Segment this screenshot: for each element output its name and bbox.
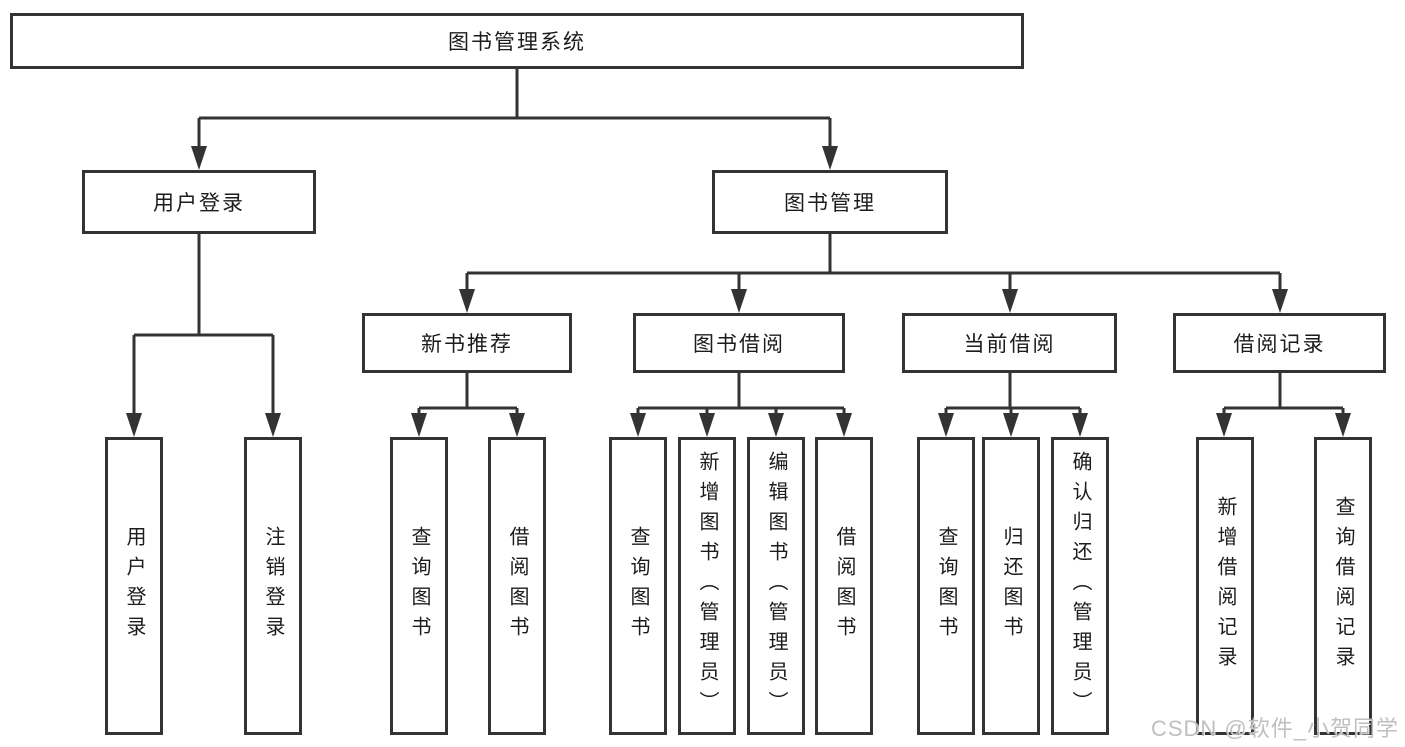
- box-book-management-label: 图书管理: [784, 192, 876, 215]
- arrowhead-icon: [411, 413, 427, 437]
- leaf-edit-books-admin: 编辑图书（管理员）: [747, 437, 805, 735]
- box-borrow-records-label: 借阅记录: [1233, 333, 1326, 356]
- leaf-logout: 注销登录: [244, 437, 302, 735]
- leaf-query-borrow-record-label: 查询借阅记录: [1332, 496, 1354, 676]
- leaf-return-books: 归还图书: [982, 437, 1040, 735]
- arrowhead-icon: [1272, 289, 1288, 313]
- leaf-user-login: 用户登录: [105, 437, 163, 735]
- box-user-login-label: 用户登录: [153, 192, 245, 215]
- leaf-borrow-books-recommend: 借阅图书: [488, 437, 546, 735]
- arrowhead-icon: [1335, 413, 1351, 437]
- leaf-confirm-return-admin-label: 确认归还（管理员）: [1069, 451, 1091, 721]
- leaf-edit-books-admin-label: 编辑图书（管理员）: [765, 451, 787, 721]
- box-new-book-recommend: 新书推荐: [362, 313, 572, 373]
- box-root-system-label: 图书管理系统: [448, 31, 586, 54]
- leaf-add-borrow-record-label: 新增借阅记录: [1214, 496, 1236, 676]
- leaf-logout-label: 注销登录: [262, 526, 284, 646]
- arrowhead-icon: [1003, 413, 1019, 437]
- arrowhead-icon: [822, 146, 838, 170]
- box-book-borrow-label: 图书借阅: [693, 333, 785, 356]
- arrowhead-icon: [191, 146, 207, 170]
- arrowhead-icon: [1072, 413, 1088, 437]
- arrowhead-icon: [836, 413, 852, 437]
- leaf-add-borrow-record: 新增借阅记录: [1196, 437, 1254, 735]
- leaf-user-login-label: 用户登录: [123, 526, 145, 646]
- arrowhead-icon: [509, 413, 525, 437]
- arrowhead-icon: [630, 413, 646, 437]
- box-current-borrow: 当前借阅: [902, 313, 1117, 373]
- box-user-login: 用户登录: [82, 170, 316, 234]
- arrowhead-icon: [731, 289, 747, 313]
- arrowhead-icon: [1216, 413, 1232, 437]
- arrowhead-icon: [768, 413, 784, 437]
- leaf-add-books-admin-label: 新增图书（管理员）: [696, 451, 718, 721]
- leaf-query-books-borrow: 查询图书: [609, 437, 667, 735]
- leaf-add-books-admin: 新增图书（管理员）: [678, 437, 736, 735]
- leaf-query-books-recommend-label: 查询图书: [408, 526, 430, 646]
- leaf-query-books-current: 查询图书: [917, 437, 975, 735]
- leaf-query-books-borrow-label: 查询图书: [627, 526, 649, 646]
- arrowhead-icon: [126, 413, 142, 437]
- arrowhead-icon: [1002, 289, 1018, 313]
- leaf-query-books-recommend: 查询图书: [390, 437, 448, 735]
- leaf-borrow-books-label: 借阅图书: [833, 526, 855, 646]
- box-root-system: 图书管理系统: [10, 13, 1024, 69]
- arrowhead-icon: [459, 289, 475, 313]
- leaf-borrow-books-recommend-label: 借阅图书: [506, 526, 528, 646]
- csdn-watermark: CSDN @软件_小贺同学: [1150, 716, 1399, 741]
- box-book-borrow: 图书借阅: [633, 313, 845, 373]
- arrowhead-icon: [265, 413, 281, 437]
- arrowhead-icon: [938, 413, 954, 437]
- box-borrow-records: 借阅记录: [1173, 313, 1386, 373]
- leaf-query-borrow-record: 查询借阅记录: [1314, 437, 1372, 735]
- arrowhead-icon: [699, 413, 715, 437]
- leaf-borrow-books: 借阅图书: [815, 437, 873, 735]
- leaf-query-books-current-label: 查询图书: [935, 526, 957, 646]
- leaf-confirm-return-admin: 确认归还（管理员）: [1051, 437, 1109, 735]
- box-book-management: 图书管理: [712, 170, 948, 234]
- box-new-book-recommend-label: 新书推荐: [421, 333, 513, 356]
- box-current-borrow-label: 当前借阅: [963, 333, 1056, 356]
- leaf-return-books-label: 归还图书: [1000, 526, 1022, 646]
